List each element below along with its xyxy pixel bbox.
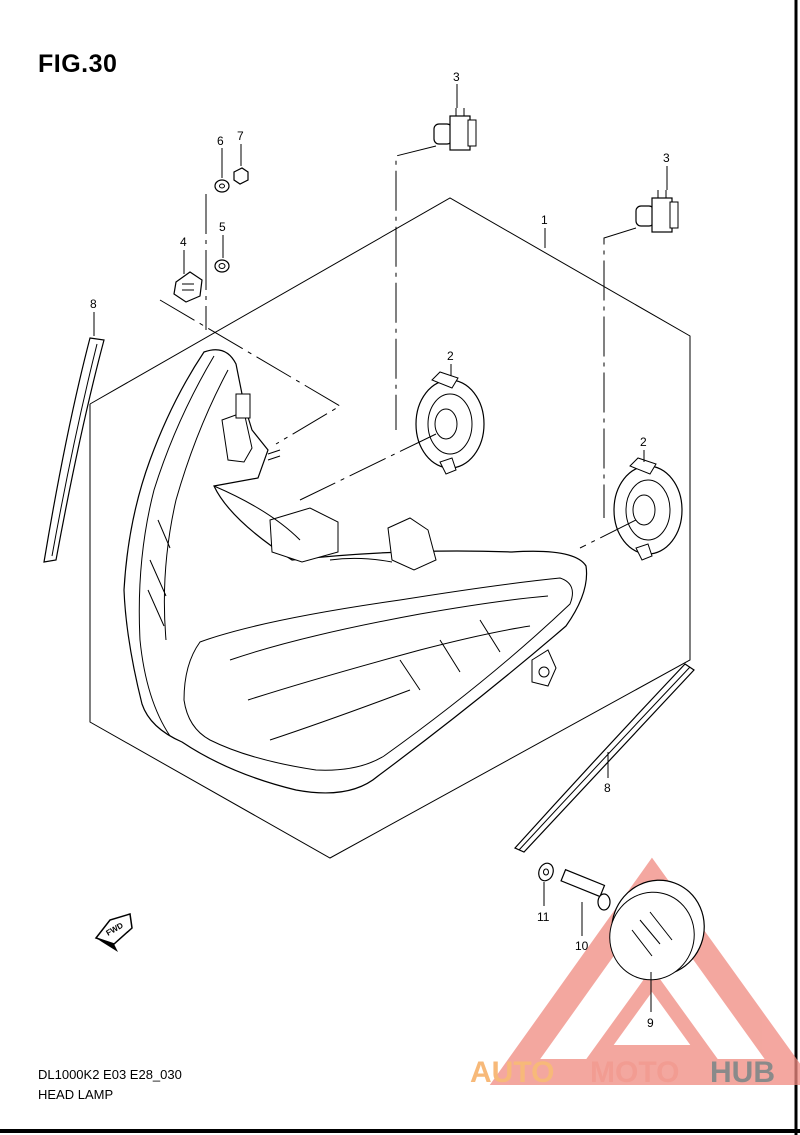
watermark-logo: AUTO MOTO HUB xyxy=(470,1056,775,1089)
callout-8-right: 8 xyxy=(604,781,611,795)
watermark-auto: AUTO xyxy=(470,1056,554,1089)
clip-nut xyxy=(173,271,203,303)
bulb-socket-left xyxy=(415,371,485,475)
washer-11 xyxy=(538,862,554,882)
callout-7: 7 xyxy=(237,129,244,143)
bulb-socket-right xyxy=(613,457,683,561)
watermark-triangle-icon xyxy=(489,857,800,1085)
callout-3-left: 3 xyxy=(453,70,460,84)
figure-title: FIG.30 xyxy=(38,50,118,78)
fwd-arrow-icon: FWD xyxy=(94,913,133,952)
headlamp-housing xyxy=(123,349,588,794)
callout-10: 10 xyxy=(575,939,589,953)
washer-6 xyxy=(214,179,230,193)
callout-1: 1 xyxy=(541,213,548,227)
reflector-9 xyxy=(609,879,705,981)
callout-11: 11 xyxy=(537,910,550,924)
assembly-frame xyxy=(89,197,691,859)
headlamp-bulb-right xyxy=(635,190,679,233)
rubber-strip-right xyxy=(513,663,695,853)
callout-2-left: 2 xyxy=(447,349,454,363)
watermark-moto: MOTO xyxy=(590,1056,679,1089)
callout-5: 5 xyxy=(219,220,226,234)
callout-6: 6 xyxy=(217,134,224,148)
callout-2-right: 2 xyxy=(640,435,647,449)
nut-5 xyxy=(214,259,230,273)
nut-7 xyxy=(233,167,249,185)
diagram-name: HEAD LAMP xyxy=(38,1087,114,1102)
callout-9: 9 xyxy=(647,1016,654,1030)
bolt-10 xyxy=(560,868,611,911)
diagram-code: DL1000K2 E03 E28_030 xyxy=(38,1067,182,1082)
leader-lines xyxy=(93,84,668,1012)
callout-3-right: 3 xyxy=(663,151,670,165)
headlamp-bulb-left xyxy=(433,108,477,151)
callout-8-left: 8 xyxy=(90,297,97,311)
watermark-hub: HUB xyxy=(710,1056,775,1089)
rubber-strip-left xyxy=(43,337,105,563)
callout-4: 4 xyxy=(180,235,187,249)
